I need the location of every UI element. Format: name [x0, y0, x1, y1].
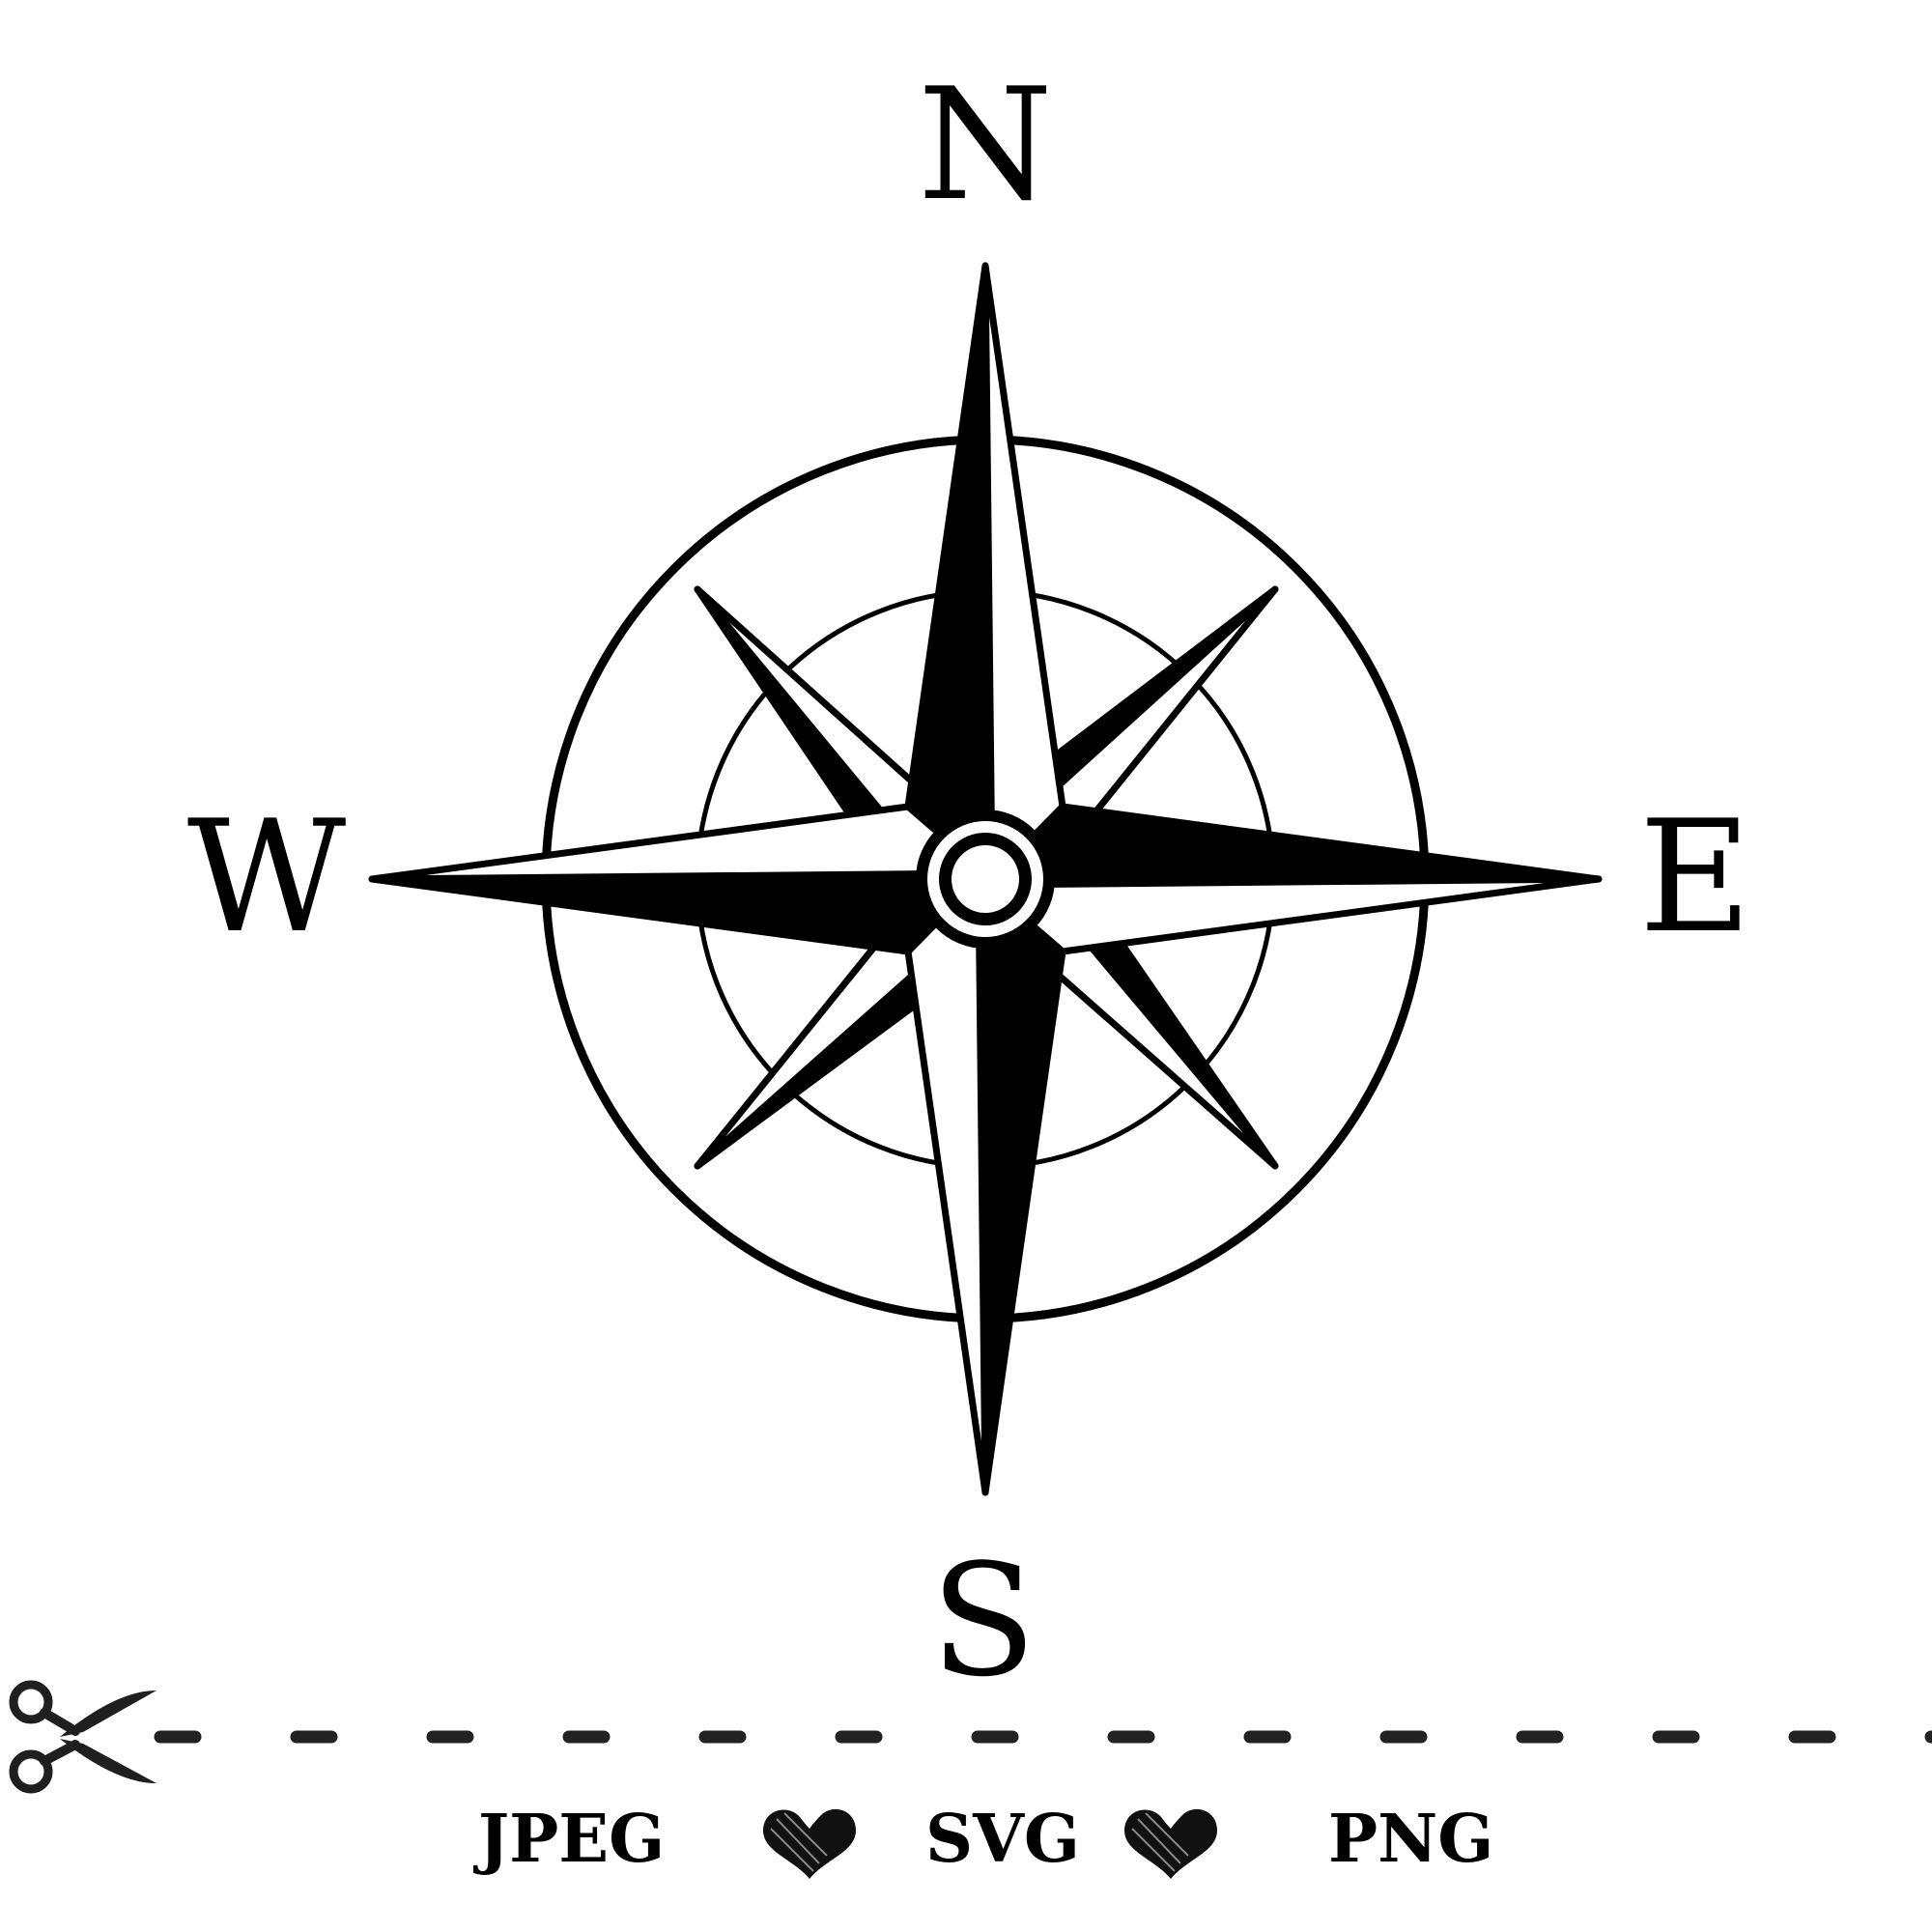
north-point-dark: [904, 262, 996, 883]
format-png-label: PNG: [1328, 1801, 1493, 1878]
heart-icon: [1124, 1808, 1217, 1879]
hub-center: [952, 845, 1019, 913]
south-point-dark: [975, 875, 1066, 1496]
north-point-light: [981, 262, 1066, 883]
north-label: N: [918, 54, 1053, 235]
west-point-light: [368, 803, 989, 883]
east-point-dark: [981, 803, 1603, 889]
west-point-dark: [368, 869, 989, 955]
heart-icon: [763, 1808, 856, 1879]
east-point-light: [981, 875, 1603, 955]
format-svg-label: SVG: [925, 1801, 1080, 1878]
south-label: S: [930, 1530, 1037, 1711]
format-jpeg-label: JPEG: [473, 1801, 665, 1878]
west-label: W: [187, 786, 346, 967]
east-label: E: [1639, 786, 1752, 967]
scissors-icon: [9, 1680, 156, 1794]
south-point-light: [904, 875, 989, 1496]
